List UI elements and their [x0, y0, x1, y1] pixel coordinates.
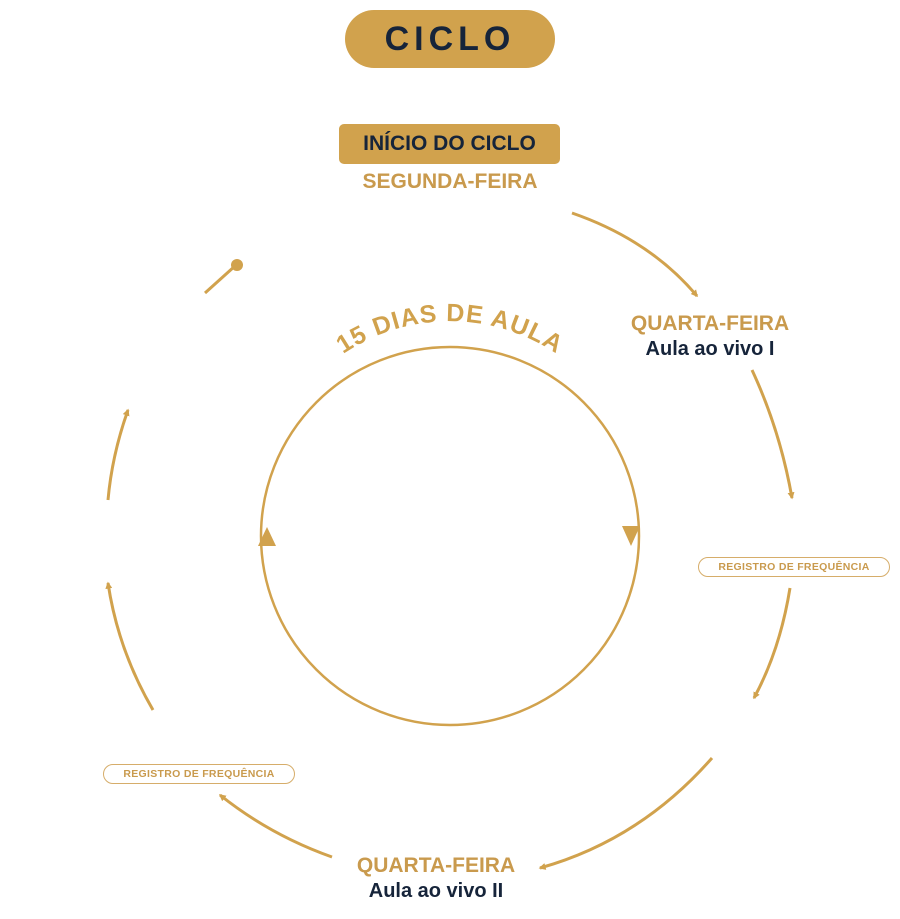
- step2-desc: Aula ao vivo II: [368, 880, 504, 902]
- start-day: SEGUNDA-FEIRA: [362, 170, 538, 193]
- step2-day: QUARTA-FEIRA: [356, 854, 516, 877]
- arrow-end-line: [203, 264, 237, 295]
- inner-arrow-right: [622, 526, 640, 546]
- cycle-start-label: INÍCIO DO CICLO: [339, 124, 560, 164]
- arrow-register-to-bottom: [752, 587, 792, 700]
- step1-day: QUARTA-FEIRA: [630, 312, 790, 335]
- arrow-wed2-to-register: [218, 793, 333, 859]
- arrow-start-to-wed1: [571, 211, 699, 298]
- register-left-badge: REGISTRO DE FREQUÊNCIA: [103, 764, 295, 784]
- arrow-register-to-left: [105, 581, 155, 711]
- arrow-left-up: [106, 408, 130, 501]
- inner-cycle-circle: [259, 345, 641, 727]
- arrow-to-wed2: [538, 757, 714, 870]
- arrow-end-dot: [231, 259, 243, 271]
- inner-cycle-label: 15 DIAS DE AULA: [331, 299, 568, 359]
- arrow-wed1-to-register: [750, 369, 795, 500]
- register-right-badge: REGISTRO DE FREQUÊNCIA: [698, 557, 890, 577]
- cycle-title: CICLO: [345, 10, 555, 68]
- inner-arrow-left: [258, 527, 276, 546]
- step1-desc: Aula ao vivo I: [645, 338, 775, 360]
